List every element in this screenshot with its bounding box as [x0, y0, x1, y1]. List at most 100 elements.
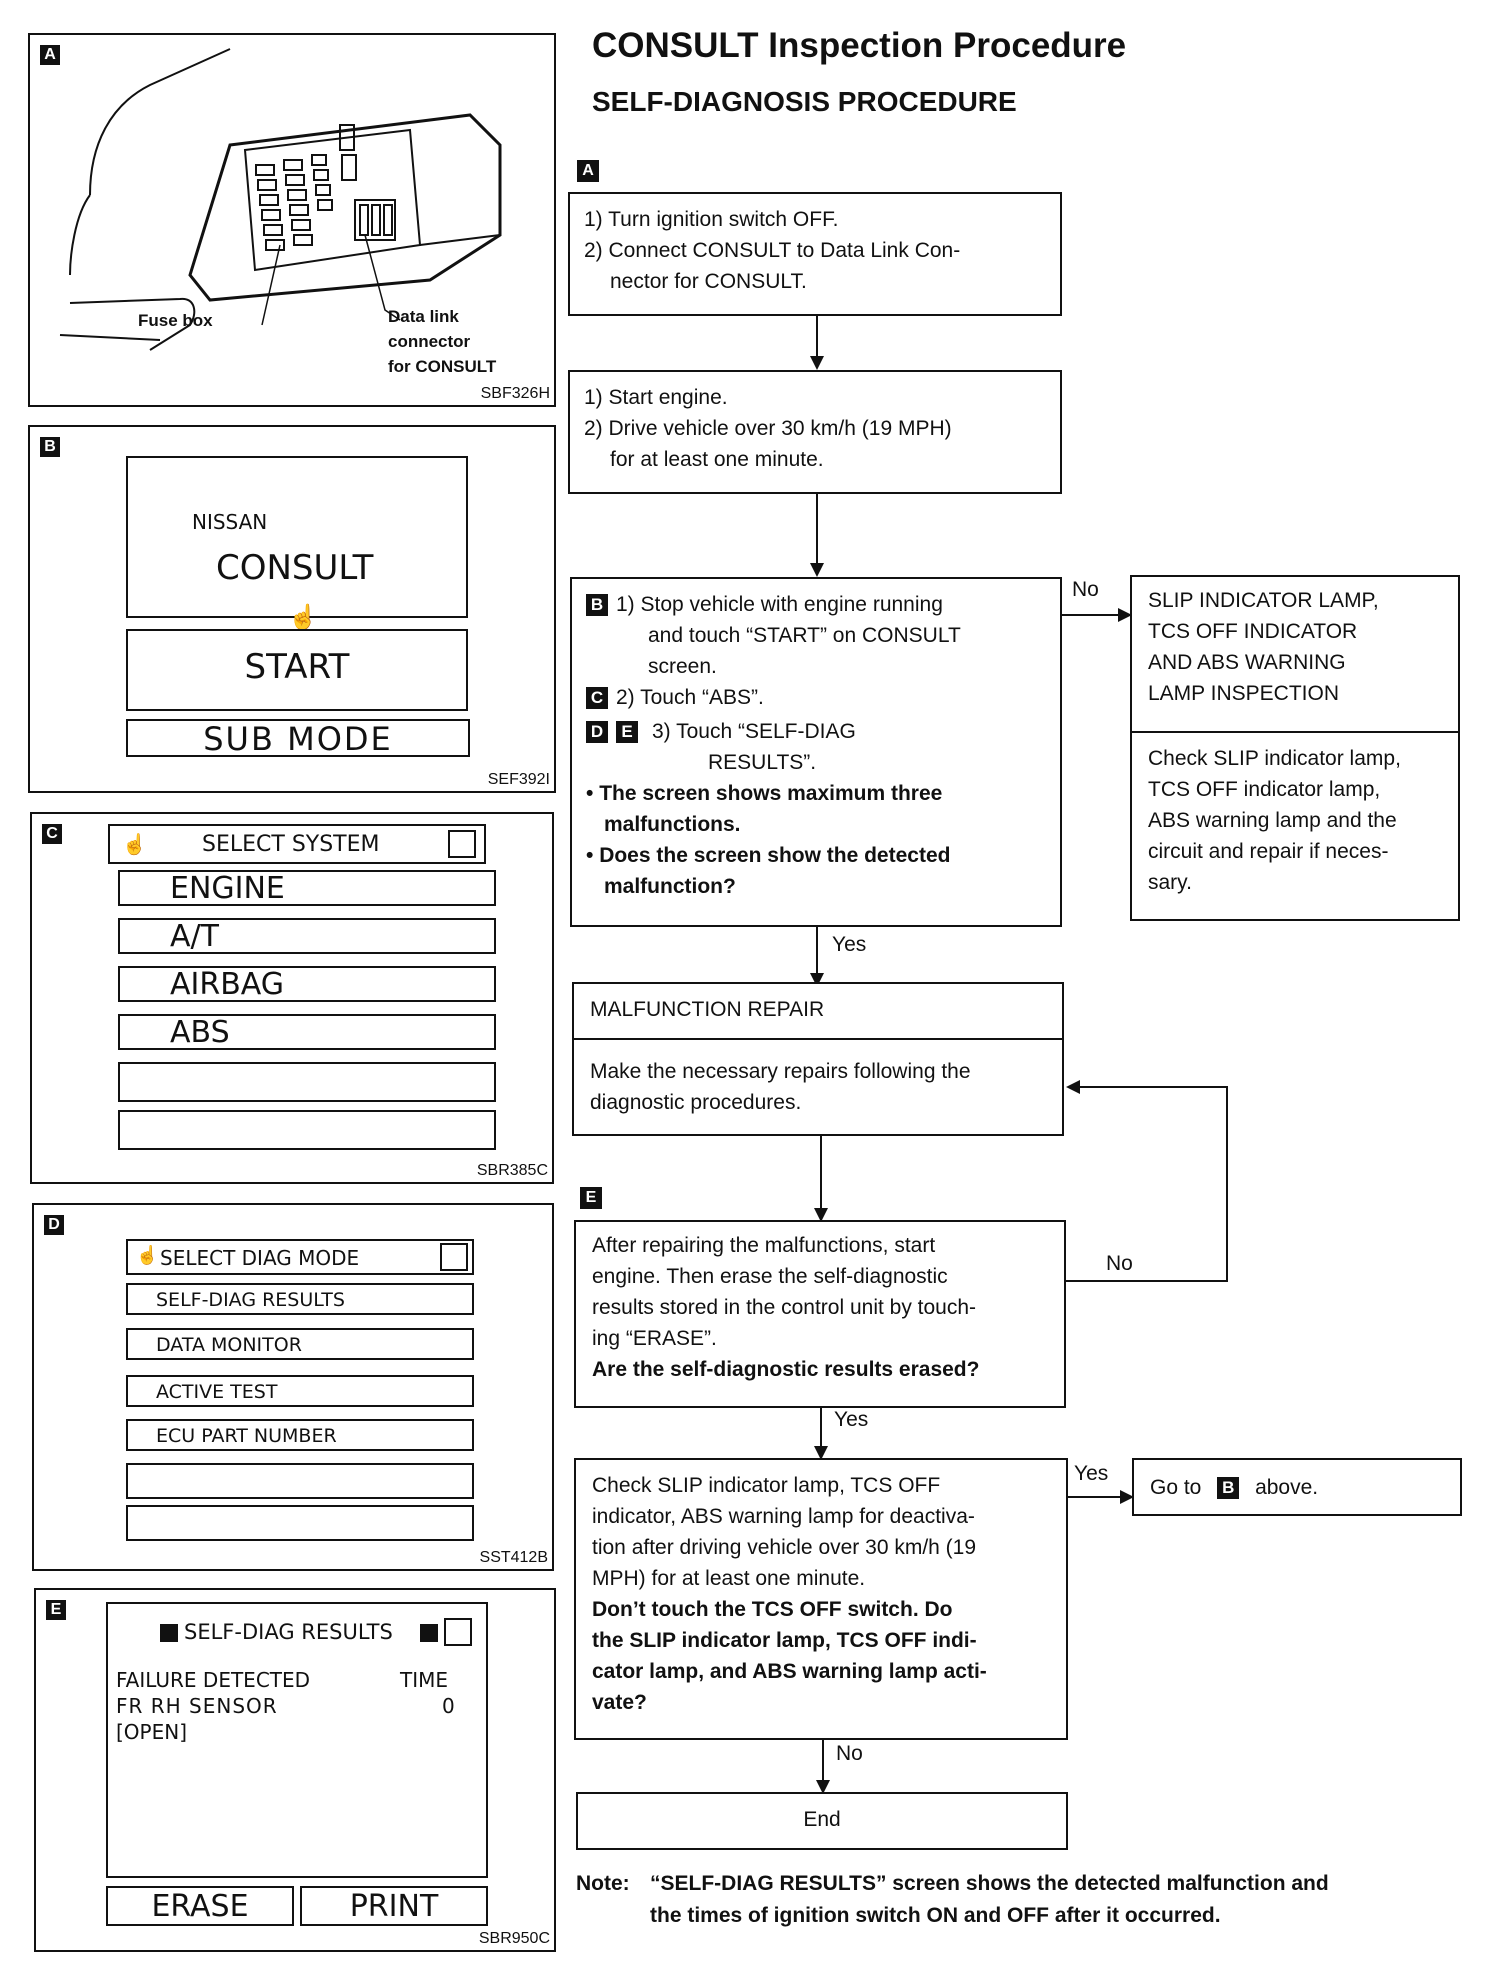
- panel-e-tag: E: [46, 1600, 66, 1620]
- flow-tag-e: E: [580, 1187, 602, 1209]
- start-button[interactable]: START: [126, 629, 468, 711]
- erase-line-4: ing “ERASE”.: [592, 1327, 717, 1350]
- data-link-label-2: connector: [388, 332, 471, 351]
- arrow-1-head: [810, 356, 824, 370]
- page-subtitle: SELF-DIAGNOSIS PROCEDURE: [592, 86, 1017, 117]
- system-item-abs[interactable]: ABS: [118, 1014, 496, 1050]
- data-link-label-3: for CONSULT: [388, 357, 497, 376]
- check-line-1: Check SLIP indicator lamp, TCS OFF: [592, 1474, 941, 1497]
- failure-row-open: [OPEN]: [116, 1720, 188, 1744]
- end-box: End: [576, 1792, 1068, 1850]
- goto-b-box: Go to B above.: [1132, 1458, 1462, 1516]
- lamp-body-5: sary.: [1148, 871, 1192, 894]
- check-q-3: cator lamp, and ABS warning lamp acti-: [592, 1660, 987, 1683]
- panel-b-tag: B: [40, 437, 60, 457]
- lamp-body-1: Check SLIP indicator lamp,: [1148, 747, 1401, 770]
- arrow-5-head: [814, 1446, 828, 1460]
- arrow-6-head: [816, 1780, 830, 1794]
- step2-line2: 2) Drive vehicle over 30 km/h (19 MPH): [584, 417, 952, 440]
- page-title: CONSULT Inspection Procedure: [592, 26, 1127, 65]
- checkbox-icon[interactable]: [440, 1243, 468, 1271]
- end-label: End: [803, 1808, 841, 1831]
- lamp-body-2: TCS OFF indicator lamp,: [1148, 778, 1381, 801]
- diag-item-active-test[interactable]: ACTIVE TEST: [126, 1375, 474, 1407]
- erase-button[interactable]: ERASE: [106, 1886, 294, 1926]
- checkbox-icon[interactable]: [444, 1618, 472, 1646]
- flow-tag-a: A: [577, 160, 599, 182]
- yes-label-1: Yes: [832, 933, 867, 956]
- panel-e-code: SBR950C: [478, 1930, 550, 1947]
- lamp-inspection-body-box: Check SLIP indicator lamp, TCS OFF indic…: [1130, 731, 1460, 921]
- check-line-2: indicator, ABS warning lamp for deactiva…: [592, 1505, 975, 1528]
- panel-d-tag: D: [44, 1215, 64, 1235]
- arrow-yes-3: [1068, 1496, 1124, 1498]
- checkbox-icon[interactable]: [448, 830, 476, 858]
- consult-label: CONSULT: [216, 548, 374, 588]
- system-item-at[interactable]: A/T: [118, 918, 496, 954]
- check-q-4: vate?: [592, 1691, 647, 1714]
- lamp-body-3: ABS warning lamp and the: [1148, 809, 1397, 832]
- step3-line2: and touch “START” on CONSULT: [648, 624, 961, 647]
- lamp-body-4: circuit and repair if neces-: [1148, 840, 1389, 863]
- erase-line-1: After repairing the malfunctions, start: [592, 1234, 936, 1257]
- failure-row-time: 0: [442, 1694, 455, 1718]
- arrow-4-head: [814, 1208, 828, 1222]
- check-q-2: the SLIP indicator lamp, TCS OFF indi-: [592, 1629, 977, 1652]
- arrow-3: [816, 927, 818, 977]
- no-label-1: No: [1072, 578, 1099, 601]
- select-diag-title: SELECT DIAG MODE: [160, 1246, 360, 1270]
- diag-item-empty-2: [126, 1505, 474, 1541]
- consult-title-screen: NISSAN CONSULT: [126, 456, 468, 618]
- panel-a: A Fuse box Data link connector for CONSU…: [28, 33, 556, 407]
- erase-question: Are the self-diagnostic results erased?: [592, 1358, 980, 1381]
- step3-line3: screen.: [648, 655, 717, 678]
- diag-item-ecu-part-number[interactable]: ECU PART NUMBER: [126, 1419, 474, 1451]
- goto-post: above.: [1255, 1476, 1319, 1499]
- deactivation-check-box: Check SLIP indicator lamp, TCS OFF indic…: [574, 1458, 1068, 1740]
- brand-label: NISSAN: [192, 510, 268, 534]
- erase-line-2: engine. Then erase the self-diagnostic: [592, 1265, 948, 1288]
- failure-row-sensor: FR RH SENSOR: [116, 1694, 278, 1718]
- loop-bottom: [1066, 1280, 1228, 1282]
- loop-top: [1078, 1086, 1228, 1088]
- tag-d-icon: D: [586, 721, 608, 744]
- panel-a-code: SBF326H: [480, 385, 550, 402]
- panel-d: D ☝ SELECT DIAG MODE SELF-DIAG RESULTS D…: [32, 1203, 554, 1571]
- system-item-engine[interactable]: ENGINE: [118, 870, 496, 906]
- sub-mode-button[interactable]: SUB MODE: [126, 719, 470, 757]
- step2-box: 1) Start engine. 2) Drive vehicle over 3…: [568, 370, 1062, 494]
- time-header: TIME: [400, 1668, 449, 1692]
- yes-label-2: Yes: [834, 1408, 869, 1431]
- arrow-5: [820, 1408, 822, 1450]
- step3-bullet1b: malfunctions.: [604, 813, 741, 836]
- print-label: PRINT: [349, 1889, 439, 1924]
- arrow-1: [816, 316, 818, 362]
- diag-item-self-diag-results[interactable]: SELF-DIAG RESULTS: [126, 1283, 474, 1315]
- data-link-label-1: Data link: [388, 307, 459, 326]
- panel-b: B NISSAN CONSULT ☝ START SUB MODE SEF392…: [28, 425, 556, 793]
- panel-c: C ☝ SELECT SYSTEM ENGINE A/T AIRBAG ABS …: [30, 812, 554, 1184]
- panel-c-tag: C: [42, 824, 62, 844]
- black-square-icon: [160, 1624, 178, 1642]
- print-button[interactable]: PRINT: [300, 1886, 488, 1926]
- step3-bullet1: • The screen shows maximum three: [586, 778, 1046, 809]
- panel-d-code: SST412B: [479, 1549, 548, 1566]
- diag-item-data-monitor[interactable]: DATA MONITOR: [126, 1328, 474, 1360]
- repair-title: MALFUNCTION REPAIR: [590, 998, 825, 1021]
- hand-pointer-icon: ☝: [136, 1245, 159, 1265]
- hand-pointer-icon: ☝: [288, 604, 318, 631]
- lamp-title-4: LAMP INSPECTION: [1148, 682, 1339, 705]
- system-item-empty-1: [118, 1062, 496, 1102]
- diag-item-empty-1: [126, 1463, 474, 1499]
- system-item-airbag[interactable]: AIRBAG: [118, 966, 496, 1002]
- lamp-title-1: SLIP INDICATOR LAMP,: [1148, 589, 1379, 612]
- goto-pre: Go to: [1150, 1476, 1202, 1499]
- step1-box: 1) Turn ignition switch OFF. 2) Connect …: [568, 192, 1062, 316]
- note-label: Note:: [576, 1872, 630, 1895]
- bullet-icon: •: [586, 844, 600, 867]
- no-label-3: No: [836, 1742, 863, 1765]
- goto-tag-b-icon: B: [1217, 1477, 1240, 1500]
